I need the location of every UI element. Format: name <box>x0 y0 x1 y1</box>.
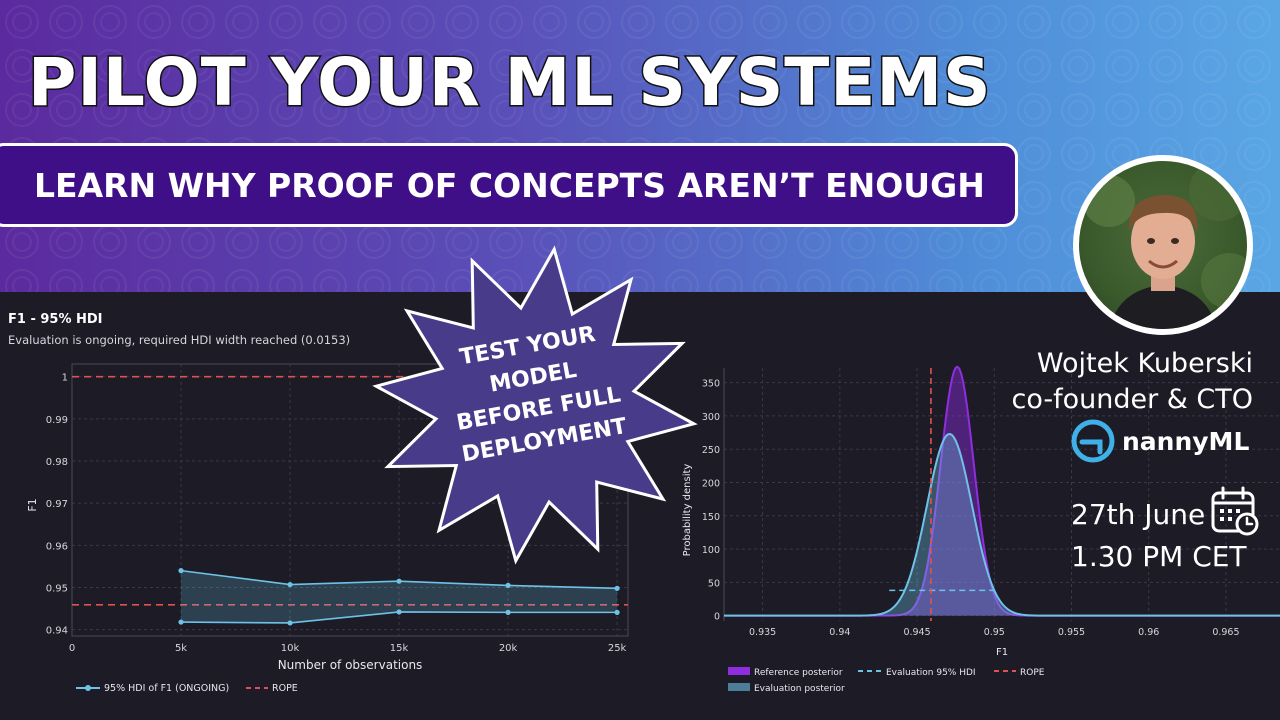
hdi-upper-point <box>396 578 402 584</box>
hdi-upper-point <box>614 585 620 591</box>
posterior-y-tick-label: 0 <box>714 612 720 623</box>
legend-eval-hdi-label: Evaluation 95% HDI <box>886 668 976 678</box>
hdi-chart: F1 - 95% HDI Evaluation is ongoing, requ… <box>8 312 629 694</box>
hdi-lower-point <box>614 609 620 615</box>
posterior-x-tick-label: 0.955 <box>1058 627 1085 638</box>
posterior-y-tick-label: 200 <box>702 479 720 490</box>
legend-hdi-marker <box>85 685 91 691</box>
legend-evaluation-label: Evaluation posterior <box>754 684 845 694</box>
posterior-chart-ticks: 0 50 100 150 200 250 300 350 0.935 0.94 0.945 0.95 0… <box>702 379 1240 638</box>
hdi-x-tick-label: 0 <box>69 643 75 654</box>
posterior-x-tick-label: 0.95 <box>984 627 1005 638</box>
hdi-lower-point <box>505 609 511 615</box>
posterior-y-tick-label: 100 <box>702 545 720 556</box>
posterior-y-tick-label: 300 <box>702 412 720 423</box>
posterior-chart-marks <box>724 365 1280 621</box>
posterior-chart: 0 50 100 150 200 250 300 350 0.935 0.94 0.945 0.95 0… <box>682 365 1280 694</box>
hdi-x-tick-label: 25k <box>608 643 627 654</box>
evaluation-posterior-line <box>724 432 1280 617</box>
banner-subtitle: LEARN WHY PROOF OF CONCEPTS AREN’T ENOUG… <box>34 166 985 205</box>
legend-reference-label: Reference posterior <box>754 668 843 678</box>
hdi-y-tick-label: 0.97 <box>46 499 68 510</box>
event-date: 27th June <box>1071 498 1206 531</box>
posterior-chart-legend: Reference posterior Evaluation 95% HDI R… <box>728 667 1045 694</box>
posterior-y-tick-label: 250 <box>702 445 720 456</box>
company-name: nannyML <box>1122 426 1250 456</box>
hdi-x-tick-label: 5k <box>175 643 187 654</box>
posterior-x-tick-label: 0.96 <box>1138 627 1159 638</box>
hdi-x-tick-label: 10k <box>281 643 300 654</box>
posterior-x-tick-label: 0.935 <box>749 627 776 638</box>
legend-rope-label: ROPE <box>272 683 298 694</box>
calendar-clock-icon <box>1211 486 1259 536</box>
hdi-lower-point <box>396 609 402 615</box>
speaker-name: Wojtek Kuberski <box>1036 348 1253 379</box>
legend-rope2-label: ROPE <box>1020 668 1045 678</box>
hdi-chart-legend: 95% HDI of F1 (ONGOING) ROPE <box>76 683 298 694</box>
posterior-x-tick-label: 0.965 <box>1212 627 1239 638</box>
hdi-upper-point <box>287 581 293 588</box>
posterior-y-tick-label: 350 <box>702 379 720 390</box>
posterior-chart-xlabel: F1 <box>996 647 1008 658</box>
hdi-chart-title: F1 - 95% HDI <box>8 312 103 327</box>
hdi-y-tick-label: 0.94 <box>46 626 68 637</box>
starburst-shape <box>372 245 698 565</box>
hdi-x-tick-label: 15k <box>390 643 409 654</box>
banner-title: PILOT YOUR ML SYSTEMS <box>27 43 993 123</box>
hdi-upper-point <box>178 568 184 574</box>
legend-evaluation-swatch <box>728 683 750 691</box>
hdi-y-tick-label: 0.99 <box>46 415 68 426</box>
speaker-avatar <box>1073 155 1253 335</box>
speaker-portrait <box>1083 161 1247 329</box>
hdi-x-tick-label: 20k <box>499 643 518 654</box>
posterior-chart-ylabel: Probability density <box>682 464 693 557</box>
hdi-y-tick-label: 0.96 <box>46 541 68 552</box>
legend-reference-swatch <box>728 667 750 675</box>
hdi-y-tick-label: 1 <box>62 373 68 384</box>
posterior-y-tick-label: 50 <box>708 578 720 589</box>
hdi-chart-subtitle: Evaluation is ongoing, required HDI widt… <box>8 333 350 347</box>
hdi-lower-point <box>287 620 293 626</box>
hdi-upper-point <box>505 582 511 588</box>
hdi-y-tick-label: 0.98 <box>46 457 68 468</box>
posterior-y-tick-label: 150 <box>702 512 720 523</box>
starburst-badge <box>372 245 698 565</box>
speaker-role: co-founder & CTO <box>1011 384 1253 415</box>
hdi-chart-ticks: 0.94 0.95 0.96 0.97 0.98 0.99 1 0 5k 10k 15k 20k 25k <box>46 373 627 654</box>
subtitle-box <box>0 143 1018 227</box>
hdi-y-tick-label: 0.95 <box>46 584 68 595</box>
legend-hdi-label: 95% HDI of F1 (ONGOING) <box>104 683 229 694</box>
hdi-lower-point <box>178 619 184 625</box>
hdi-chart-ylabel: F1 <box>26 498 39 511</box>
company-brand: nannyML <box>1070 418 1249 464</box>
hdi-chart-marks <box>72 375 628 626</box>
posterior-x-tick-label: 0.945 <box>903 627 930 638</box>
posterior-x-tick-label: 0.94 <box>829 627 850 638</box>
nannyml-logo-icon <box>1071 419 1115 463</box>
hdi-plot-frame <box>71 363 629 637</box>
event-time: 1.30 PM CET <box>1071 540 1247 573</box>
hdi-chart-xlabel: Number of observations <box>278 658 423 672</box>
